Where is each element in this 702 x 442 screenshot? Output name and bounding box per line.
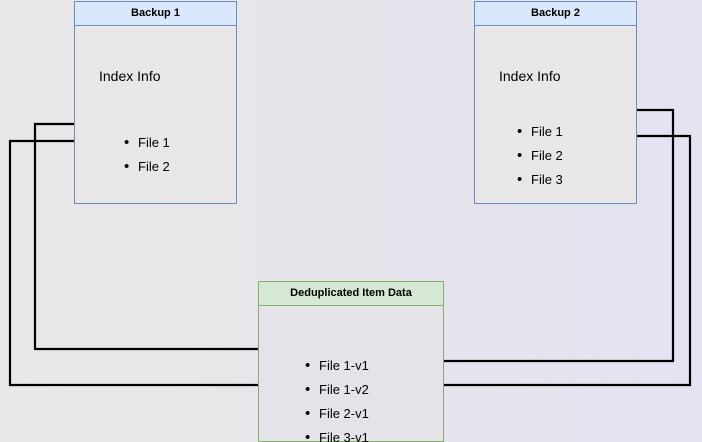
backup-1-index-info-label: Index Info xyxy=(99,68,161,84)
backup-2-index-info-label: Index Info xyxy=(499,68,561,84)
backup-2-file-list: File 1 File 2 File 3 xyxy=(515,120,563,192)
list-item[interactable]: File 1 xyxy=(122,131,170,155)
backup-1-file-list: File 1 File 2 xyxy=(122,131,170,179)
list-item[interactable]: File 2-v1 xyxy=(303,402,369,426)
list-item[interactable]: File 1-v1 xyxy=(303,354,369,378)
deduplicated-item-data-node[interactable]: Deduplicated Item Data File 1-v1 File 1-… xyxy=(258,281,444,442)
dedup-item-list: File 1-v1 File 1-v2 File 2-v1 File 3-v1 xyxy=(303,354,369,442)
backup-1-node[interactable]: Backup 1 Index Info File 1 File 2 xyxy=(74,1,237,204)
list-item[interactable]: File 2 xyxy=(515,144,563,168)
deduplicated-item-data-title: Deduplicated Item Data xyxy=(259,282,443,306)
list-item[interactable]: File 2 xyxy=(122,155,170,179)
backup-2-title: Backup 2 xyxy=(475,2,636,26)
backup-1-title: Backup 1 xyxy=(75,2,236,26)
list-item[interactable]: File 3 xyxy=(515,168,563,192)
list-item[interactable]: File 1 xyxy=(515,120,563,144)
backup-2-node[interactable]: Backup 2 Index Info File 1 File 2 File 3 xyxy=(474,1,637,204)
list-item[interactable]: File 1-v2 xyxy=(303,378,369,402)
list-item[interactable]: File 3-v1 xyxy=(303,426,369,442)
